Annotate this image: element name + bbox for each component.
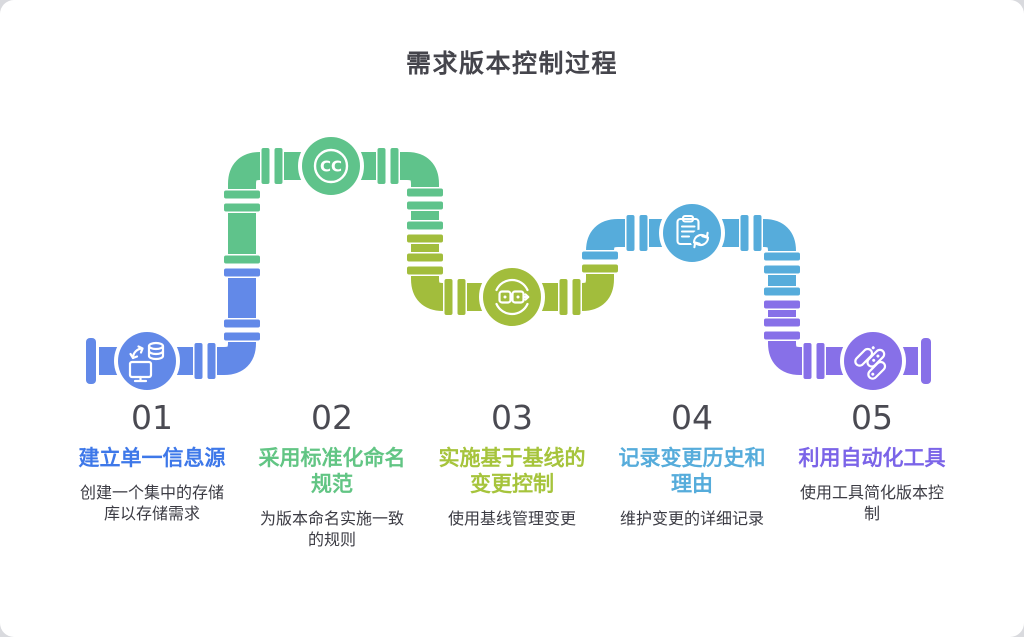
database-sync-icon (128, 341, 165, 383)
step-3-description: 使用基线管理变更 (447, 509, 576, 529)
couplings-olive (407, 234, 618, 315)
cc-badge-label: CC (320, 158, 342, 176)
automation-capsules-icon (854, 346, 887, 380)
station-2-disc (302, 137, 360, 195)
cc-badge-icon: CC (313, 148, 349, 184)
pipe-segment-purple (768, 292, 918, 375)
step-2: 02 采用标准化命名规范 为版本命名实施一致的规则 (247, 398, 417, 551)
step-1-description: 创建一个集中的存储库以存储需求 (79, 483, 224, 524)
couplings-green (224, 148, 443, 264)
step-4-number: 04 (671, 398, 713, 437)
step-4: 04 记录变更历史和理由 维护变更的详细记录 (607, 398, 777, 529)
coupling-gaps (193, 146, 826, 381)
step-3: 03 实施基于基线的变更控制 使用基线管理变更 (427, 398, 597, 529)
step-5: 05 利用自动化工具 使用工具简化版本控制 (787, 398, 957, 525)
couplings-sky (582, 215, 800, 296)
step-5-description: 使用工具简化版本控制 (799, 483, 944, 524)
step-2-heading: 采用标准化命名规范 (258, 446, 406, 497)
step-1-number: 01 (131, 398, 173, 437)
step-5-number: 05 (851, 398, 893, 437)
step-1: 01 建立单一信息源 创建一个集中的存储库以存储需求 (67, 398, 237, 525)
step-4-description: 维护变更的详细记录 (619, 509, 764, 529)
step-5-heading: 利用自动化工具 (798, 446, 946, 471)
pipe-segment-blue (99, 268, 256, 375)
step-2-description: 为版本命名实施一致的规则 (259, 509, 404, 550)
step-2-number: 02 (311, 398, 353, 437)
step-3-heading: 实施基于基线的变更控制 (438, 446, 586, 497)
couplings-blue (86, 268, 260, 384)
clipboard-sync-icon (676, 214, 712, 251)
step-1-heading: 建立单一信息源 (78, 446, 226, 471)
linked-commits-cycle-icon (495, 278, 530, 316)
pipe-start-cap (86, 338, 96, 384)
couplings-purple (764, 300, 931, 384)
step-4-heading: 记录变更历史和理由 (618, 446, 766, 497)
pipe-end-cap (921, 338, 931, 384)
page-title: 需求版本控制过程 (405, 49, 618, 78)
station-4-disc (663, 204, 721, 262)
step-3-number: 03 (491, 398, 533, 437)
